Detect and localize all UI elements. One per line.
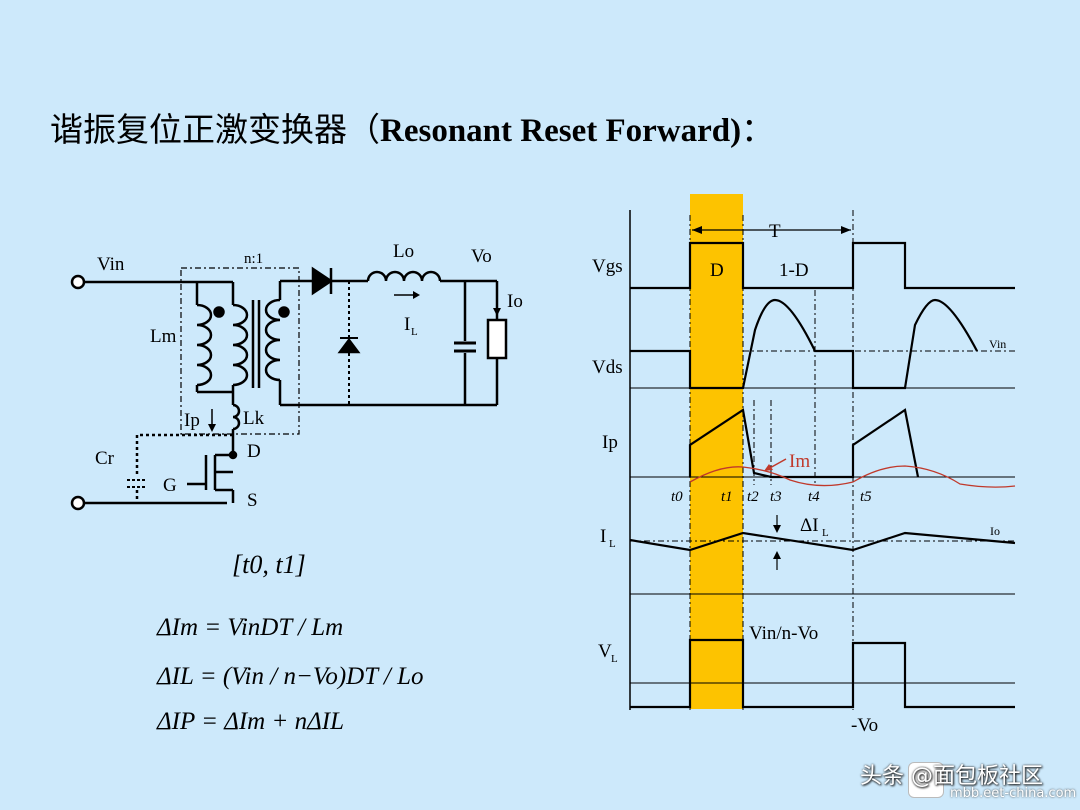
il-wave-label: I (600, 526, 606, 547)
vgs-label: Vgs (592, 256, 623, 277)
lm-inductor (196, 303, 213, 387)
neg-vo-label: -Vo (851, 715, 878, 736)
vin-level-label: Vin (989, 337, 1006, 351)
watermark-site: mbb.eet-china.com (950, 786, 1077, 801)
s-label: S (247, 490, 258, 511)
t3-label: t3 (770, 489, 782, 505)
lo-label: Lo (393, 241, 414, 262)
mosfet-drain-node (228, 450, 238, 460)
page-title: 谐振复位正激变换器（Resonant Reset Forward)： (50, 103, 774, 151)
equation-delta-ip: ΔIP = ΔIm + nΔIL (156, 708, 344, 735)
duty-label: D (710, 260, 724, 281)
transformer-box (180, 267, 300, 435)
transformer-primary (232, 303, 249, 387)
lk-label: Lk (243, 408, 265, 429)
vl-wave-label: V (598, 641, 612, 662)
t5-label: t5 (860, 489, 872, 505)
interval-label: [t0, t1] (232, 550, 306, 579)
one-minus-d-label: 1-D (779, 260, 809, 281)
il-waveform (629, 531, 1016, 552)
lo-inductor (366, 270, 442, 282)
watermark-text: 头条 @面包板社区 (860, 764, 1043, 789)
transformer-secondary (264, 298, 281, 382)
d-label: D (247, 441, 261, 462)
equation-delta-il: ΔIL = (Vin / n−Vo)DT / Lo (156, 663, 424, 690)
vgs-waveform (630, 241, 1015, 290)
title-english: Resonant Reset Forward) (380, 113, 742, 149)
delta-il-subscript: L (822, 527, 829, 539)
ratio-label: n:1 (244, 251, 263, 267)
watermark: 头条 @面包板社区 mbb.eet-china.com (856, 758, 1080, 810)
circuit-schematic (70, 266, 508, 511)
vds-waveform (630, 298, 978, 390)
circuit-labels: Vin n:1 Lo Vo Io Lm I L Ip Lk Cr G D S (95, 241, 523, 511)
title-chinese: 谐振复位正激变换器（ (50, 110, 380, 149)
equation-delta-im: ΔIm = VinDT / Lm (156, 614, 343, 641)
dot-primary (213, 306, 225, 318)
vl-wave-subscript: L (611, 653, 618, 665)
ip-label: Ip (184, 410, 200, 431)
im-label: Im (789, 451, 810, 472)
vin-label: Vin (97, 254, 125, 275)
lk-inductor (232, 403, 241, 431)
g-label: G (163, 475, 177, 496)
vin-terminal (70, 274, 86, 290)
io-label: Io (507, 291, 523, 312)
timing-diagram (629, 194, 1016, 710)
t0-label: t0 (671, 489, 683, 505)
period-label: T (769, 221, 781, 242)
watermark-logo-icon (908, 762, 944, 798)
io-level-label: Io (990, 524, 1000, 538)
dot-secondary (278, 306, 290, 318)
load-resistor (486, 318, 508, 360)
ip-waveform (688, 408, 920, 479)
vin-n-vo-label: Vin/n-Vo (749, 623, 818, 644)
t2-label: t2 (747, 489, 759, 505)
ip-wave-label: Ip (602, 432, 618, 453)
cr-label: Cr (95, 448, 115, 469)
t1-label: t1 (721, 489, 733, 505)
duty-highlight-bar (690, 194, 743, 709)
rectifier-diode (311, 266, 334, 296)
waveform-labels: Vgs Vds Ip I L V L T D 1-D Vin Im t0 t1 … (592, 221, 1006, 736)
title-colon: ： (741, 110, 775, 149)
il-subscript: L (411, 326, 418, 338)
lm-label: Lm (150, 326, 177, 347)
il-wave-subscript: L (609, 538, 616, 550)
vds-label: Vds (592, 357, 623, 378)
delta-il-label: ΔI (800, 515, 819, 536)
vl-waveform (630, 638, 1015, 709)
im-waveform (689, 465, 1016, 488)
il-label: I (404, 314, 410, 335)
t4-label: t4 (808, 489, 820, 505)
ground-terminal (70, 495, 86, 511)
freewheel-diode (337, 337, 361, 354)
vo-label: Vo (471, 246, 492, 267)
